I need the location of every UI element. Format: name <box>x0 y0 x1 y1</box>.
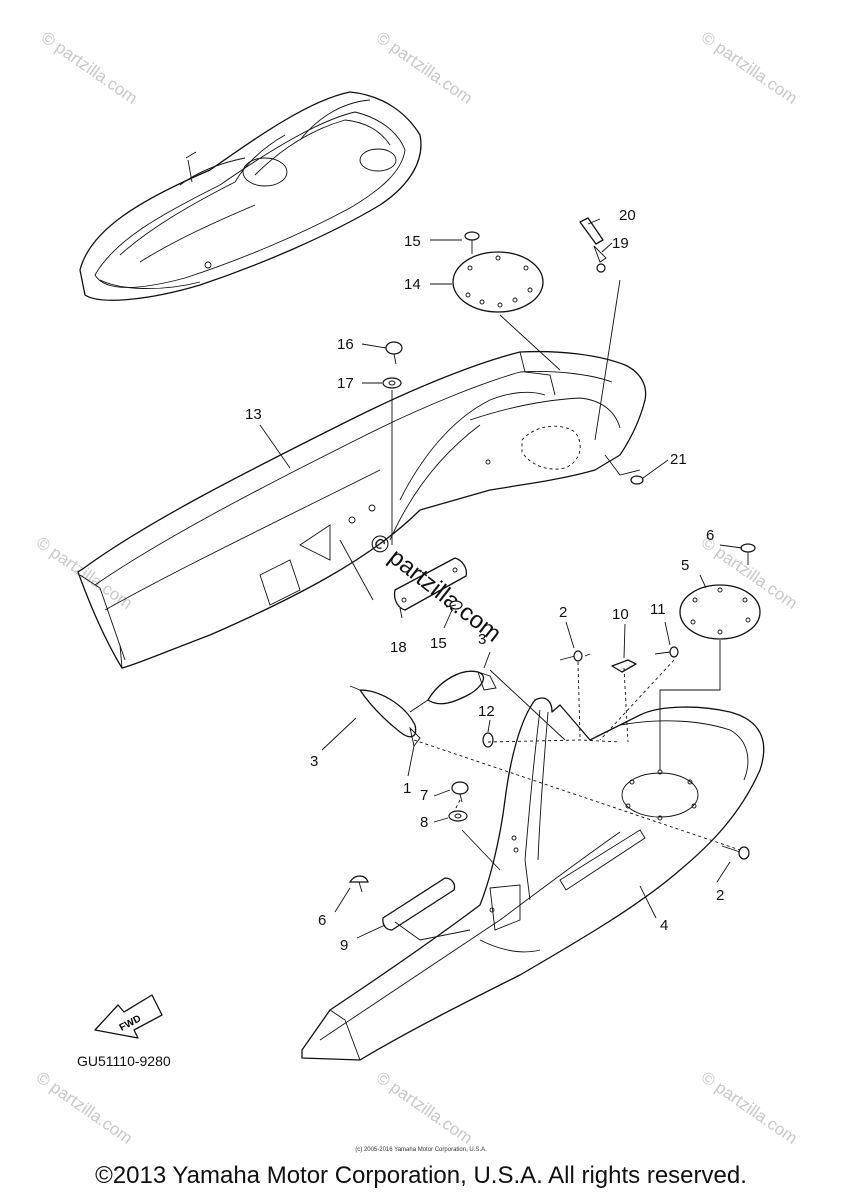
diagram-code: GU51110-9280 <box>77 1053 171 1069</box>
callout-1: 1 <box>403 780 411 797</box>
watermark-center: © partzilla.com <box>364 528 506 647</box>
watermark: © partzilla.com <box>38 28 141 108</box>
part-11-rivet <box>654 646 679 658</box>
callout-11: 11 <box>650 601 666 618</box>
part-4-lower-liner <box>301 697 765 1061</box>
callout-4: 4 <box>660 917 668 934</box>
part-7-8-bolt <box>448 781 469 822</box>
part-16-17-bolt <box>382 341 403 389</box>
callout-5: 5 <box>681 557 689 574</box>
callout-12: 12 <box>478 703 495 720</box>
part-18-bracket <box>393 557 468 611</box>
part-2-rivet <box>559 650 591 662</box>
callout-19: 19 <box>612 235 629 252</box>
watermarks: © partzilla.com © partzilla.com © partzi… <box>33 28 801 1148</box>
callout-16: 16 <box>337 336 354 353</box>
leader-lines <box>259 218 743 941</box>
callout-2: 2 <box>716 887 724 904</box>
callout-2: 2 <box>559 604 567 621</box>
callout-labels: 1 2 2 3 3 4 5 6 6 7 8 9 10 11 12 13 14 1… <box>245 207 724 954</box>
callout-14: 14 <box>404 276 421 293</box>
callout-10: 10 <box>612 606 629 623</box>
callout-6: 6 <box>318 912 326 929</box>
part-12-washer <box>482 732 494 748</box>
callout-6: 6 <box>706 527 714 544</box>
watercraft-overview <box>79 91 422 301</box>
watermark: © partzilla.com <box>33 533 136 613</box>
callout-7: 7 <box>420 787 428 804</box>
part-3-straps <box>349 670 497 748</box>
small-copyright: (c) 2005-2016 Yamaha Motor Corporation, … <box>355 1147 487 1153</box>
callout-9: 9 <box>340 937 348 954</box>
callout-13: 13 <box>245 406 262 423</box>
part-5-cover <box>679 584 761 640</box>
watermark: © partzilla.com <box>33 1068 136 1148</box>
fwd-label: FWD <box>118 1013 143 1033</box>
watermark: © partzilla.com <box>373 28 476 108</box>
callout-8: 8 <box>420 814 428 831</box>
callout-18: 18 <box>390 639 407 656</box>
part-14-cover <box>452 251 544 313</box>
part-2-rivet-right <box>721 845 750 860</box>
callout-15: 15 <box>430 635 447 652</box>
callout-20: 20 <box>619 207 636 224</box>
fwd-arrow-icon: FWD <box>94 994 163 1039</box>
part-9-bracket <box>348 875 456 931</box>
callout-17: 17 <box>337 375 354 392</box>
part-19-20-rivet <box>579 217 607 273</box>
screw-icon <box>464 231 480 254</box>
part-10-clamp <box>611 659 637 673</box>
watermark: © partzilla.com <box>373 1068 476 1148</box>
callout-3: 3 <box>478 631 486 648</box>
watermark: © partzilla.com <box>698 1068 801 1148</box>
part-13-upper-liner <box>77 350 647 669</box>
part-21-washer <box>630 475 644 485</box>
callout-3: 3 <box>310 753 318 770</box>
watermark: © partzilla.com <box>698 28 801 108</box>
copyright-notice: ©2013 Yamaha Motor Corporation, U.S.A. A… <box>95 1162 747 1189</box>
callout-21: 21 <box>670 451 687 468</box>
callout-15: 15 <box>404 233 421 250</box>
